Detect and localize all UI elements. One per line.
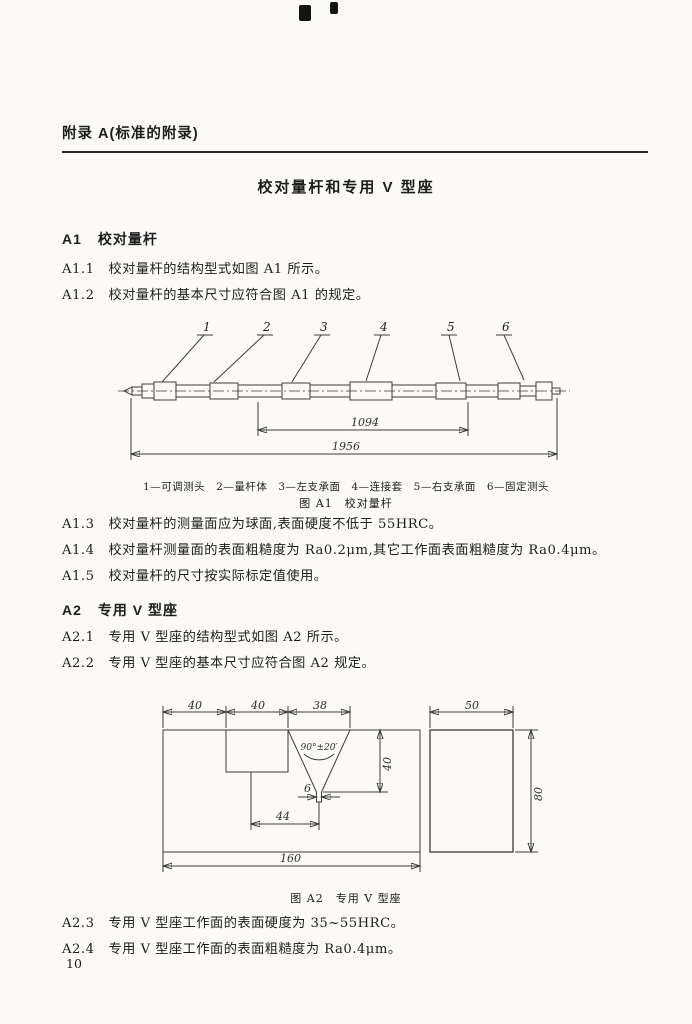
dim-6-label: 6 [304,782,311,795]
clause-a2-2: A2.2 专用 V 型座的基本尺寸应符合图 A2 规定。 [62,652,375,671]
clause-number: A2.3 [62,916,95,931]
scan-artifact [299,5,311,21]
section-a1-number: A1 [62,231,82,247]
clause-text: 专用 V 型座工作面的表面粗糙度为 Ra0.4μm。 [108,942,402,957]
callout-2: 2 [262,320,271,334]
page-number: 10 [66,956,82,971]
dim-40v-label: 40 [381,757,394,772]
callout-3: 3 [320,320,328,334]
clause-number: A1.3 [62,517,95,532]
clause-text: 校对量杆的基本尺寸应符合图 A1 的规定。 [108,288,370,303]
dim-40a-label: 40 [187,700,202,712]
clause-text: 校对量杆测量面的表面粗糙度为 Ra0.2μm,其它工作面表面粗糙度为 Ra0.4… [108,543,606,558]
clause-a1-1: A1.1 校对量杆的结构型式如图 A1 所示。 [62,258,328,277]
figure-a1-drawing: 1 2 3 4 5 6 [118,320,570,460]
horizontal-rule [62,151,648,153]
clause-number: A2.2 [62,656,95,671]
callout-5: 5 [447,320,455,334]
figure-a2-caption: 图 A2 专用 V 型座 [290,892,402,905]
clause-text: 专用 V 型座的基本尺寸应符合图 A2 规定。 [108,656,376,671]
section-a2-heading: A2 专用 V 型座 [62,600,178,620]
figure-a2-drawing: 90°±20′ 40 40 38 40 6 44 160 [148,700,545,872]
clause-a2-4: A2.4 专用 V 型座工作面的表面粗糙度为 Ra0.4μm。 [62,938,402,957]
clause-number: A1.1 [62,262,95,277]
dim-1956-label: 1956 [332,440,360,453]
vblock-front-view [162,729,421,853]
callout-4: 4 [379,320,388,334]
clause-a1-5: A1.5 校对量杆的尺寸按实际标定值使用。 [62,565,328,584]
figure-a1-caption: 图 A1 校对量杆 [299,497,393,510]
scan-artifact [330,2,338,14]
dim-38-label: 38 [313,700,327,712]
figure-a1-legend: 1—可调测头 2—量杆体 3—左支承面 4—连接套 5—右支承面 6—固定测头 [142,481,550,493]
dim-angle-label: 90°±20′ [301,743,338,753]
dim-44-label: 44 [275,810,290,823]
vblock-side-view [429,729,514,853]
dim-1094-label: 1094 [351,416,379,429]
section-a2-title: 专用 V 型座 [97,602,179,618]
page-title: 校对量杆和专用 V 型座 [257,179,435,196]
clause-a2-1: A2.1 专用 V 型座的结构型式如图 A2 所示。 [62,626,348,645]
callout-1: 1 [203,320,211,334]
section-a1-title: 校对量杆 [97,231,158,247]
appendix-heading: 附录 A(标准的附录) [62,126,199,142]
dim-160-label: 160 [280,852,301,865]
clause-number: A2.4 [62,942,95,957]
clause-text: 专用 V 型座工作面的表面硬度为 35~55HRC。 [108,916,405,931]
clause-text: 校对量杆的测量面应为球面,表面硬度不低于 55HRC。 [108,517,443,532]
clause-text: 校对量杆的尺寸按实际标定值使用。 [108,569,328,584]
clause-a1-4: A1.4 校对量杆测量面的表面粗糙度为 Ra0.2μm,其它工作面表面粗糙度为 R… [62,539,606,558]
clause-a2-3: A2.3 专用 V 型座工作面的表面硬度为 35~55HRC。 [62,912,404,931]
callout-6: 6 [502,320,510,334]
dim-40b-label: 40 [250,700,265,712]
clause-a1-2: A1.2 校对量杆的基本尺寸应符合图 A1 的规定。 [62,284,369,303]
section-a1-heading: A1 校对量杆 [62,229,158,249]
section-a2-number: A2 [62,602,82,618]
clause-number: A1.2 [62,288,95,303]
clause-number: A1.4 [62,543,95,558]
dim-50-label: 50 [465,700,479,712]
clause-number: A2.1 [62,630,95,645]
clause-text: 校对量杆的结构型式如图 A1 所示。 [108,262,329,277]
dim-80-label: 80 [532,787,545,801]
clause-a1-3: A1.3 校对量杆的测量面应为球面,表面硬度不低于 55HRC。 [62,513,442,532]
measuring-bar-outline [122,381,561,401]
clause-number: A1.5 [62,569,95,584]
clause-text: 专用 V 型座的结构型式如图 A2 所示。 [108,630,348,645]
